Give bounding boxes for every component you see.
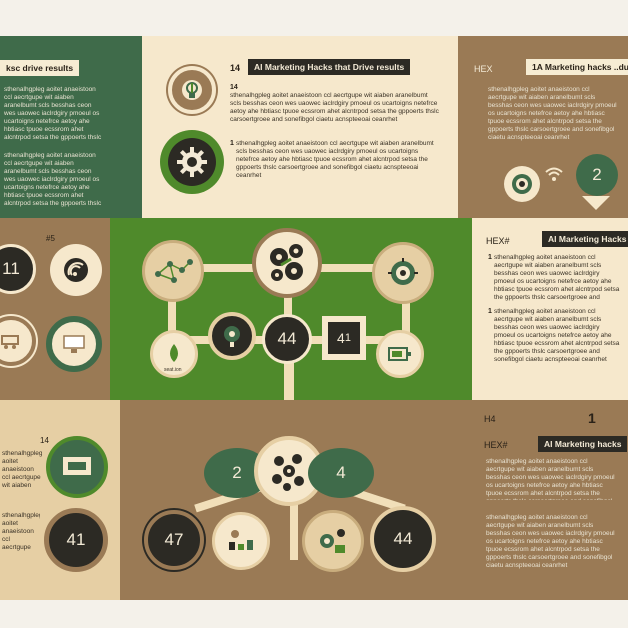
connector <box>402 298 410 344</box>
top-middle-title: AI Marketing Hacks that Drive results <box>248 59 411 75</box>
gear-icon-inner <box>168 138 216 186</box>
right-bottom-panel: H4 1 HEX# AI Marketing hacks sthenalhgpl… <box>462 400 628 600</box>
top-right-badge: 2 <box>576 154 618 196</box>
right-bottom-para1: sthenalhgpleg aoitet anaeistoon ccl aecr… <box>486 458 615 500</box>
top-middle-para1-heading: 14 <box>230 84 238 91</box>
right-middle-para1-heading: 1 <box>488 254 492 261</box>
cogs-icon-circle <box>302 510 364 572</box>
hub-left-number: 44 <box>277 329 297 348</box>
hub-left-number-circle: 44 <box>262 314 312 364</box>
drop-icon <box>170 344 178 362</box>
right-bottom-label: HEX# <box>484 440 508 450</box>
connector <box>232 336 402 344</box>
right-bottom-para2: sthenalhgpleg aoitet anaeistoon ccl aecr… <box>486 514 615 569</box>
top-left-text-2: sthenalhgpleg aoitet anaeistoon ccl aecr… <box>4 152 102 207</box>
bottom-left-number: 47 <box>164 530 184 549</box>
screen-icon <box>63 457 91 475</box>
monitor-icon-circle <box>46 316 102 372</box>
lightbulb-icon-circle <box>168 66 216 114</box>
radar-icon-circle <box>50 244 102 296</box>
connector <box>284 296 292 316</box>
cart-icon-circle <box>0 316 36 366</box>
target-icon-circle <box>504 166 540 202</box>
top-right-label: HEX <box>474 64 493 74</box>
right-middle-para1: sthenalhgpleg aoitet anaeistoon ccl aecr… <box>494 254 620 301</box>
bottom-right-number: 44 <box>393 529 413 548</box>
sub-left-number: 2 <box>232 463 242 482</box>
radar-icon <box>64 258 88 282</box>
screen-icon-circle <box>46 436 108 498</box>
connector <box>290 500 298 560</box>
bottom-gears-icon <box>272 454 304 491</box>
box-number-inner: 4 1 <box>328 322 360 354</box>
left-bottom-text-2: sthenalhgpleg aoitet anaeistoon ccl aecr… <box>2 512 40 551</box>
settings-icon-circle <box>372 242 434 304</box>
left-bottom-label: 14 <box>40 436 49 445</box>
right-middle-label: HEX# <box>486 236 510 246</box>
target-icon <box>512 174 532 194</box>
right-middle-para2-heading: 1 <box>488 308 492 315</box>
top-left-text-1: sthenalhgpleg aoitet anaeistoon ccl aecr… <box>4 86 102 141</box>
right-middle-title: AI Marketing Hacks <box>542 231 628 247</box>
cogs-icon <box>320 529 345 553</box>
down-arrow-icon <box>582 196 610 210</box>
top-right-badge-number: 2 <box>592 165 602 184</box>
box-number: 4 <box>337 330 345 346</box>
box-number-tile: 4 1 <box>322 316 366 360</box>
bottom-right-number-circle: 44 <box>370 506 436 572</box>
top-left-title: ksc drive results <box>0 60 80 76</box>
right-bottom-marker: 1 <box>588 410 596 426</box>
left-bottom-text-1: sthenalhgpleg aoitet anaeistoon ccl aecr… <box>2 450 42 489</box>
gears-icon <box>270 244 303 281</box>
right-bottom-label-top: H4 <box>484 414 496 424</box>
left-bottom-number-circle: 41 <box>44 508 108 572</box>
gears-hub-circle <box>252 228 322 298</box>
right-middle-para2: sthenalhgpleg aoitet anaeistoon ccl aecr… <box>494 308 620 363</box>
box-sub: 1 <box>344 332 351 344</box>
right-middle-panel: HEX# AI Marketing Hacks 1 sthenalhgpleg … <box>472 218 628 400</box>
sub-right-number: 4 <box>336 463 346 482</box>
tools-icon-circle <box>212 512 270 570</box>
battery-icon <box>388 347 411 361</box>
left-bottom-panel: 14 sthenalhgpleg aoitet anaeistoon ccl a… <box>0 400 120 600</box>
left-bottom-number: 41 <box>66 530 86 549</box>
top-middle-number: 14 <box>230 63 241 73</box>
top-middle-para1: sthenalhgpleg aoitet anaeistoon ccl aecr… <box>230 92 439 123</box>
location-icon <box>224 326 240 347</box>
tools-icon <box>229 530 253 550</box>
connector <box>168 298 176 344</box>
small-caption: seat.ion <box>164 367 182 373</box>
right-bottom-title: AI Marketing hacks <box>538 436 628 452</box>
top-middle-para2: sthenalhgpleg aoitet anaeistoon ccl aecr… <box>236 140 434 179</box>
cart-icon <box>1 335 19 349</box>
left-middle-number: 11 <box>2 259 20 278</box>
top-right-panel: HEX 1A Marketing hacks ..dure sthenalhgp… <box>458 36 628 218</box>
lightbulb-icon <box>182 80 202 100</box>
top-middle-para2-heading: 1 <box>230 140 234 147</box>
network-icon-circle <box>142 240 204 302</box>
bottom-left-number-circle: 47 <box>144 510 204 570</box>
top-left-panel: ksc drive results sthenalhgpleg aoitet a… <box>0 36 142 218</box>
network-icon <box>155 259 193 283</box>
top-right-text: sthenalhgpleg aoitet anaeistoon ccl aecr… <box>488 86 617 141</box>
monitor-icon <box>63 335 85 353</box>
wifi-icon <box>545 167 563 181</box>
gear-icon <box>177 147 207 177</box>
location-icon-circle <box>208 312 256 360</box>
top-right-title: 1A Marketing hacks ..dure <box>526 59 628 75</box>
drop-icon-circle <box>150 330 198 378</box>
gear-icon-circle <box>160 130 224 194</box>
settings-icon <box>388 258 418 285</box>
left-middle-label: #5 <box>46 234 55 243</box>
battery-icon-circle <box>376 330 424 378</box>
sub-right-number-circle: 4 <box>308 448 374 498</box>
connector <box>168 336 228 344</box>
